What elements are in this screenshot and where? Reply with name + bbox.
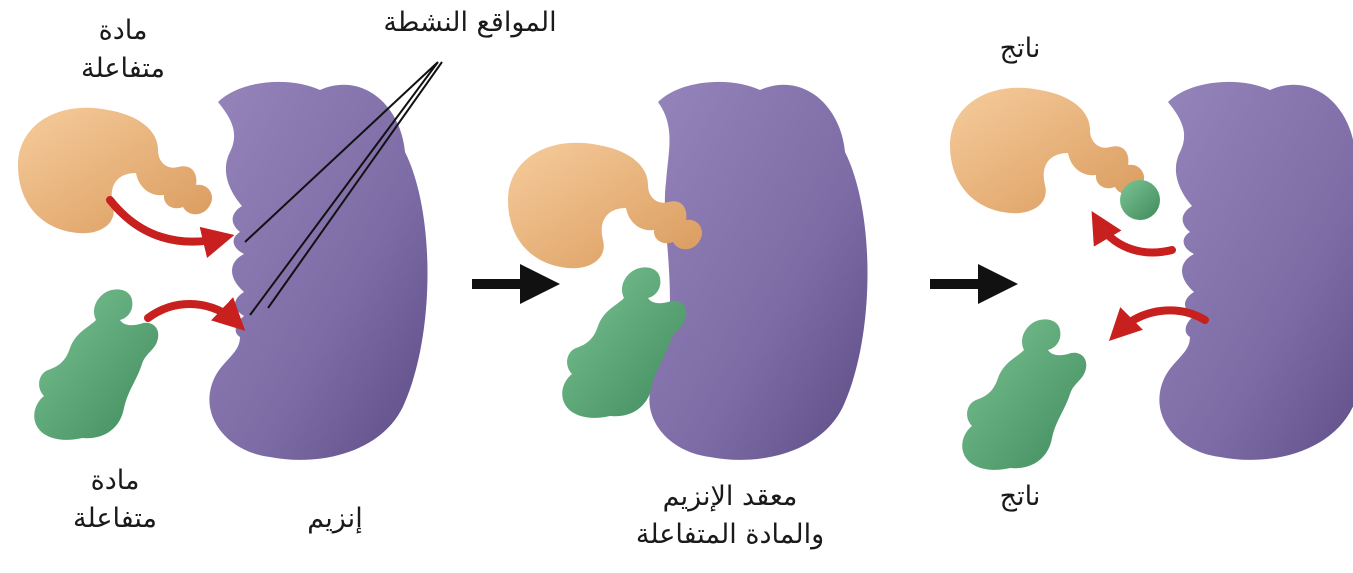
label-line: متفاعلة — [55, 500, 175, 538]
label-line: متفاعلة — [68, 50, 178, 88]
label-line: معقد الإنزيم — [600, 478, 860, 516]
label-substrate-top: مادة متفاعلة — [68, 12, 178, 88]
panel-products-released — [950, 82, 1353, 470]
label-line: ناتج — [970, 478, 1070, 516]
label-complex: معقد الإنزيم والمادة المتفاعلة — [600, 478, 860, 554]
label-enzyme: إنزيم — [290, 500, 380, 538]
panel-enzyme-substrate-complex — [508, 82, 868, 460]
label-line: إنزيم — [290, 500, 380, 538]
orange-substrate-shape — [18, 108, 212, 233]
label-line: المواقع النشطة — [360, 4, 580, 42]
green-substrate-shape — [962, 319, 1086, 469]
enzyme-shape — [1159, 82, 1353, 460]
black-arrow — [930, 264, 1018, 304]
label-substrate-bottom: مادة متفاعلة — [55, 462, 175, 538]
red-curved-arrow — [1098, 222, 1172, 252]
label-product-bottom: ناتج — [970, 478, 1070, 516]
enzyme-shape — [649, 82, 867, 460]
orange-substrate-shape — [950, 88, 1144, 213]
green-product-ball — [1120, 180, 1160, 220]
label-line: مادة — [68, 12, 178, 50]
label-line: مادة — [55, 462, 175, 500]
label-active-sites: المواقع النشطة — [360, 4, 580, 42]
enzyme-shape — [209, 82, 427, 460]
label-line: والمادة المتفاعلة — [600, 516, 860, 554]
red-curved-arrow — [148, 304, 236, 322]
panel-substrates-and-enzyme — [18, 62, 442, 460]
black-arrow — [472, 264, 560, 304]
label-line: ناتج — [970, 30, 1070, 68]
label-product-top: ناتج — [970, 30, 1070, 68]
green-substrate-shape — [34, 289, 158, 439]
